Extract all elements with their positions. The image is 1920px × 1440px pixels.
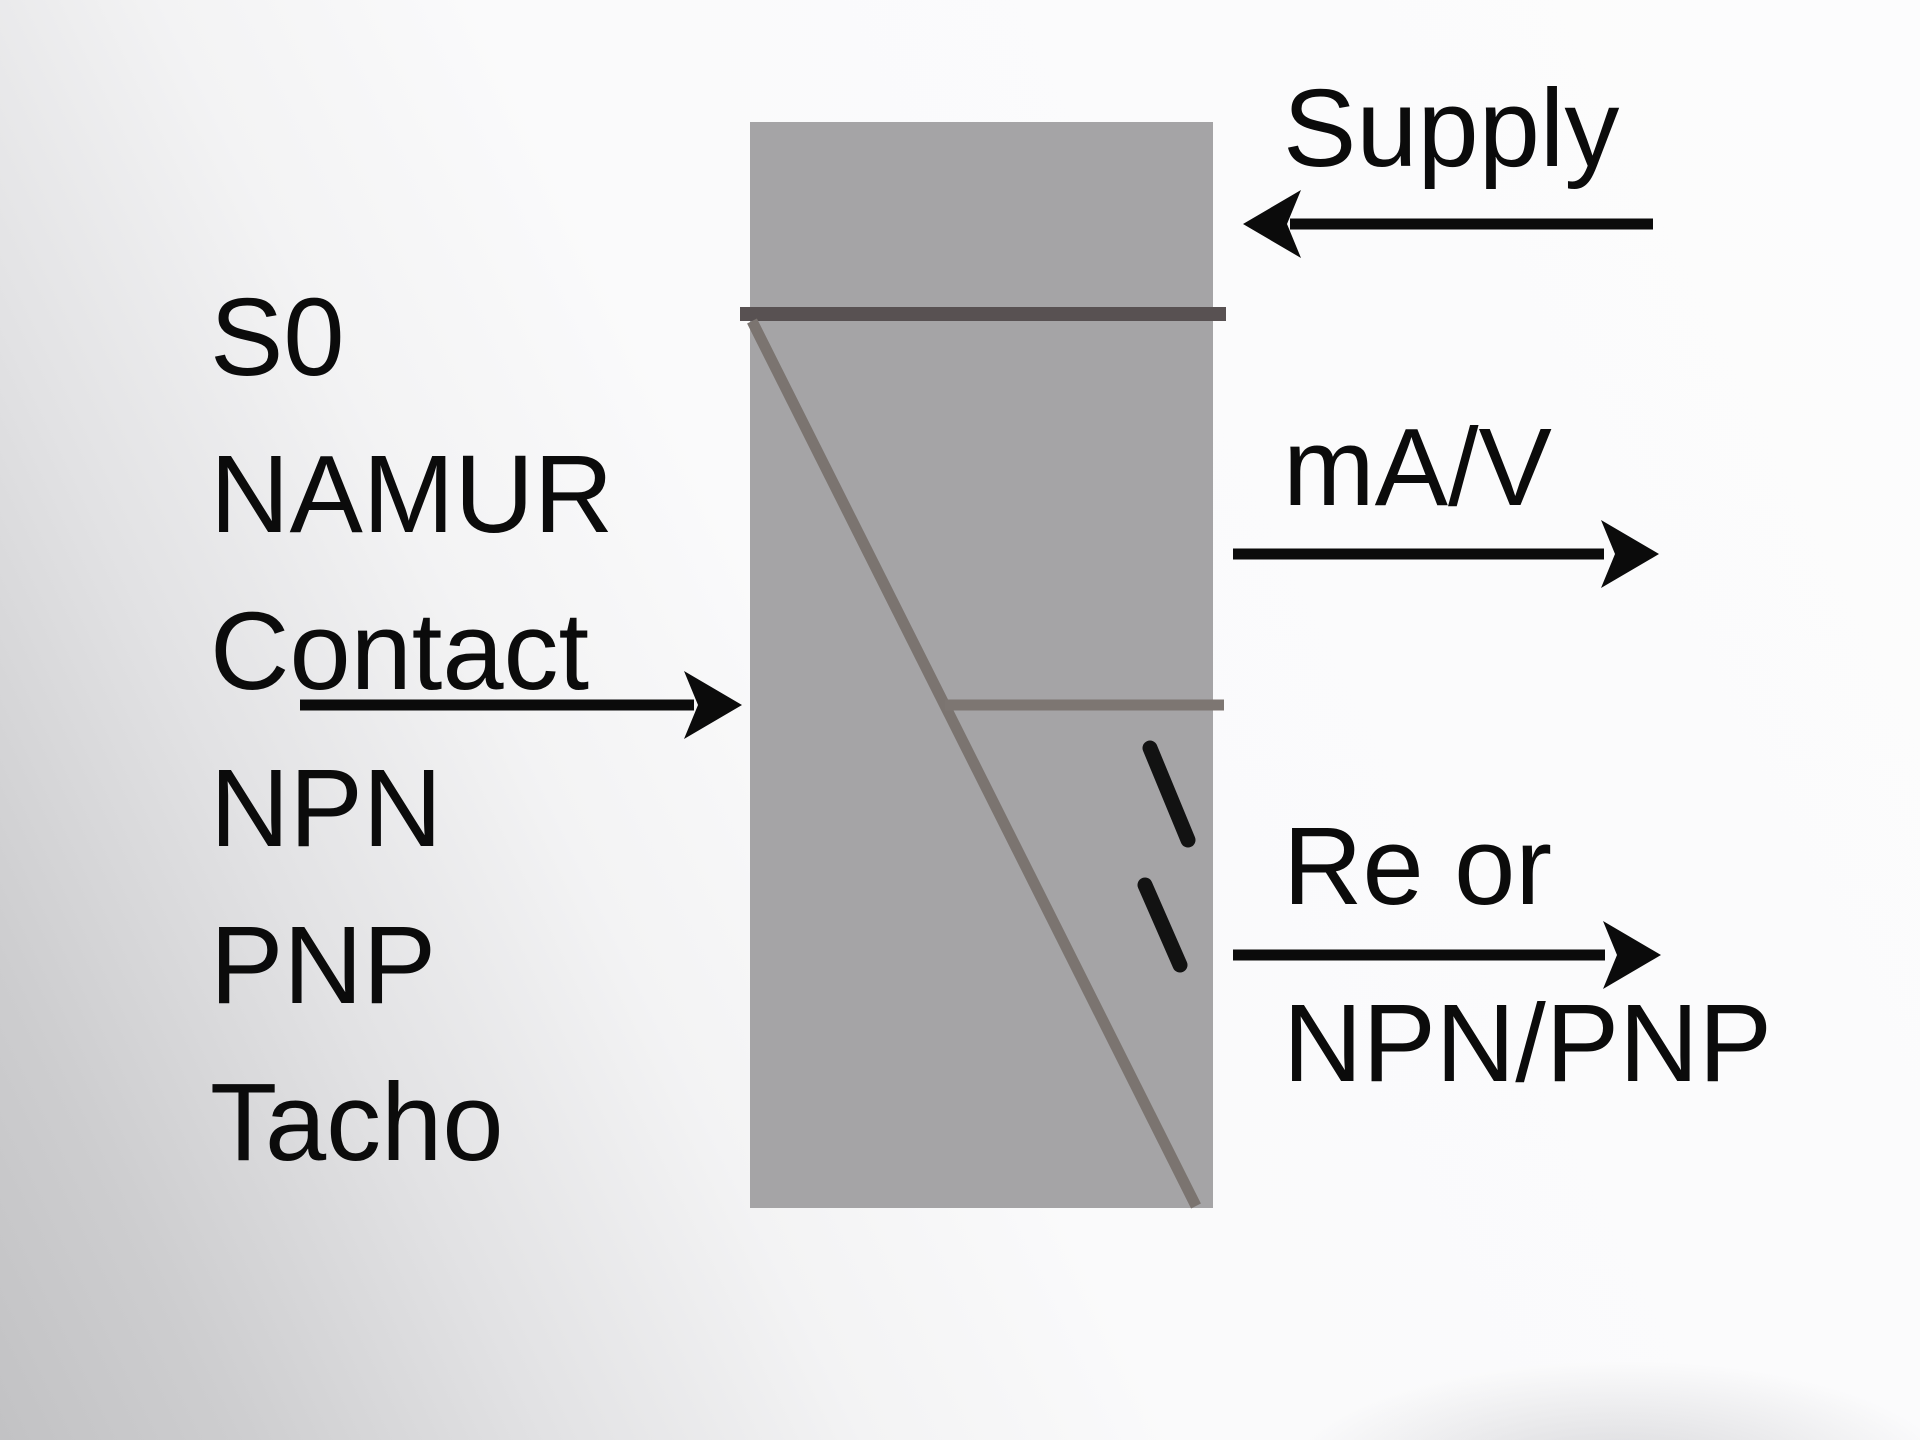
contact-dash-icon — [1137, 877, 1188, 973]
switch-output-label-line2: NPN/PNP — [1283, 982, 1772, 1105]
input-label-tacho: Tacho — [210, 1061, 504, 1184]
analog-output-arrow-icon — [1233, 520, 1659, 588]
input-label-namur: NAMUR — [210, 433, 614, 556]
input-label-contact: Contact — [210, 590, 590, 713]
input-signal-labels: S0 NAMUR Contact NPN PNP Tacho — [210, 259, 613, 1201]
input-arrow-head — [684, 671, 742, 739]
input-label-s0: S0 — [210, 276, 345, 399]
input-arrow-icon — [300, 671, 742, 739]
supply-arrow-head — [1243, 190, 1301, 258]
isolation-diagonal-line — [747, 318, 1201, 1209]
contact-dash-icon — [1142, 740, 1196, 848]
input-label-npn: NPN — [210, 747, 443, 870]
switch-output-arrow-head — [1603, 921, 1661, 989]
analog-output-arrow-head — [1601, 520, 1659, 588]
supply-label: Supply — [1283, 67, 1620, 190]
input-label-pnp: PNP — [210, 904, 437, 1027]
switch-output-arrow-icon — [1233, 921, 1661, 989]
analog-output-label: mA/V — [1283, 406, 1552, 529]
supply-arrow-icon — [1243, 190, 1653, 258]
converter-box — [750, 122, 1213, 1208]
switch-output-label-line1: Re or — [1283, 805, 1552, 928]
